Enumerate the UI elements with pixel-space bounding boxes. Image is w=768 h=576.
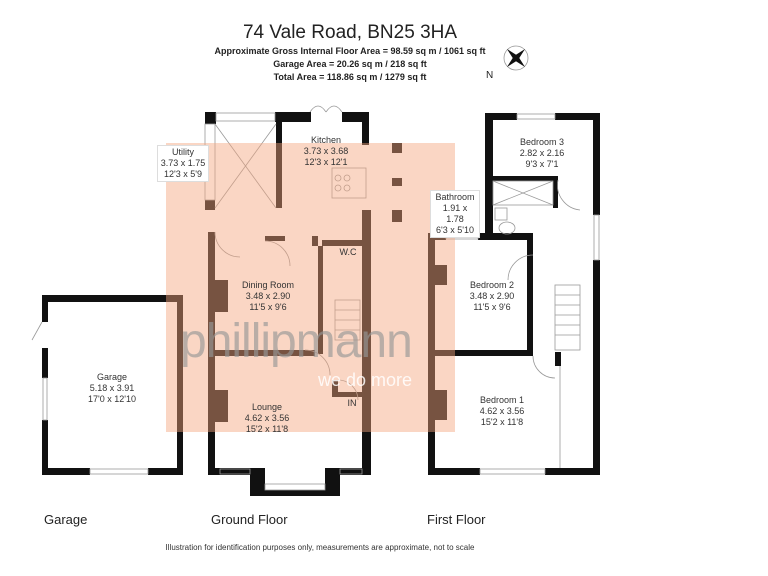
watermark-overlay xyxy=(166,143,455,432)
floor-label-garage: Garage xyxy=(44,512,88,527)
total-area: Total Area = 118.86 sq m / 1279 sq ft xyxy=(273,72,427,82)
ground-floor-walls xyxy=(205,112,402,496)
disclaimer: Illustration for identification purposes… xyxy=(165,543,475,552)
gross-area: Approximate Gross Internal Floor Area = … xyxy=(214,46,486,56)
first-floor-walls xyxy=(428,113,600,475)
property-title: 74 Vale Road, BN25 3HA xyxy=(242,22,458,43)
garage-walls xyxy=(42,295,183,475)
garage-area: Garage Area = 20.26 sq m / 218 sq ft xyxy=(273,59,427,69)
compass-icon xyxy=(503,45,529,71)
floor-label-ground: Ground Floor xyxy=(211,512,288,527)
watermark-brand: phillipmann xyxy=(180,315,413,368)
room-wc: W.C xyxy=(339,247,357,257)
entrance-label: IN xyxy=(347,398,357,408)
floor-label-first: First Floor xyxy=(427,512,486,527)
compass-label: N xyxy=(486,70,494,81)
watermark-tagline: we do more xyxy=(318,370,413,390)
